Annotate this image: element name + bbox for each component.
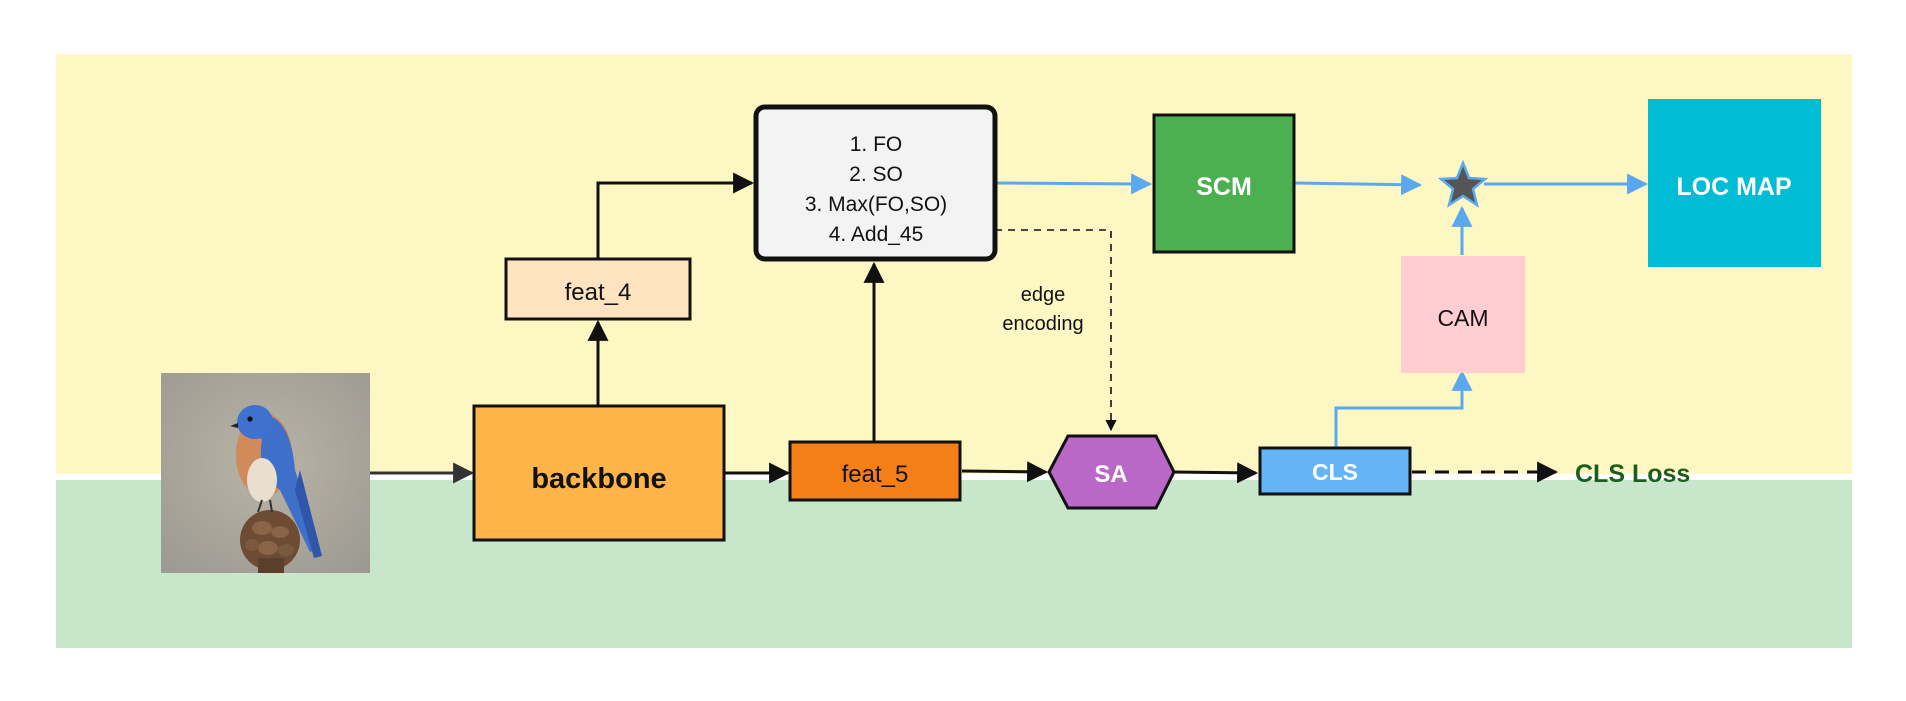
locmap-box xyxy=(1648,99,1821,267)
arrow-feat5-sa xyxy=(961,461,1049,483)
star-icon xyxy=(1437,159,1489,208)
scm-box xyxy=(1152,113,1296,254)
bird-image xyxy=(161,373,370,573)
cam-box xyxy=(1401,256,1525,373)
feat5-label: feat_5 xyxy=(842,461,909,488)
arrow-cls-cam xyxy=(1334,369,1473,448)
arrow-sa-cls xyxy=(1173,462,1259,484)
ops-line-4: 4. Add_45 xyxy=(829,223,924,246)
sa-hexagon xyxy=(1047,434,1176,510)
cls-loss-label: CLS Loss xyxy=(1575,460,1690,488)
cam-label: CAM xyxy=(1437,305,1488,331)
scm-label: SCM xyxy=(1196,173,1252,201)
edge-label-2: encoding xyxy=(1002,313,1083,335)
feat4-label: feat_4 xyxy=(565,279,632,306)
ops-line-2: 2. SO xyxy=(849,163,903,186)
feat5-box xyxy=(788,440,962,502)
arrow-feat4-ops xyxy=(596,172,755,258)
locmap-label: LOC MAP xyxy=(1676,173,1791,201)
arrow-edge-encoding xyxy=(995,229,1117,432)
feat4-box xyxy=(504,257,692,321)
ops-line-3: 3. Max(FO,SO) xyxy=(805,193,947,216)
ops-line-1: 1. FO xyxy=(850,133,903,156)
edge-label-1: edge xyxy=(1021,284,1066,306)
cls-box xyxy=(1258,446,1412,496)
ops-box xyxy=(753,104,998,262)
backbone-box xyxy=(472,404,726,542)
arrow-ops-scm xyxy=(994,173,1153,195)
cls-label: CLS xyxy=(1312,459,1358,485)
backbone-label: backbone xyxy=(531,463,666,495)
sa-label: SA xyxy=(1094,461,1127,488)
arrow-scm-star xyxy=(1294,174,1423,196)
